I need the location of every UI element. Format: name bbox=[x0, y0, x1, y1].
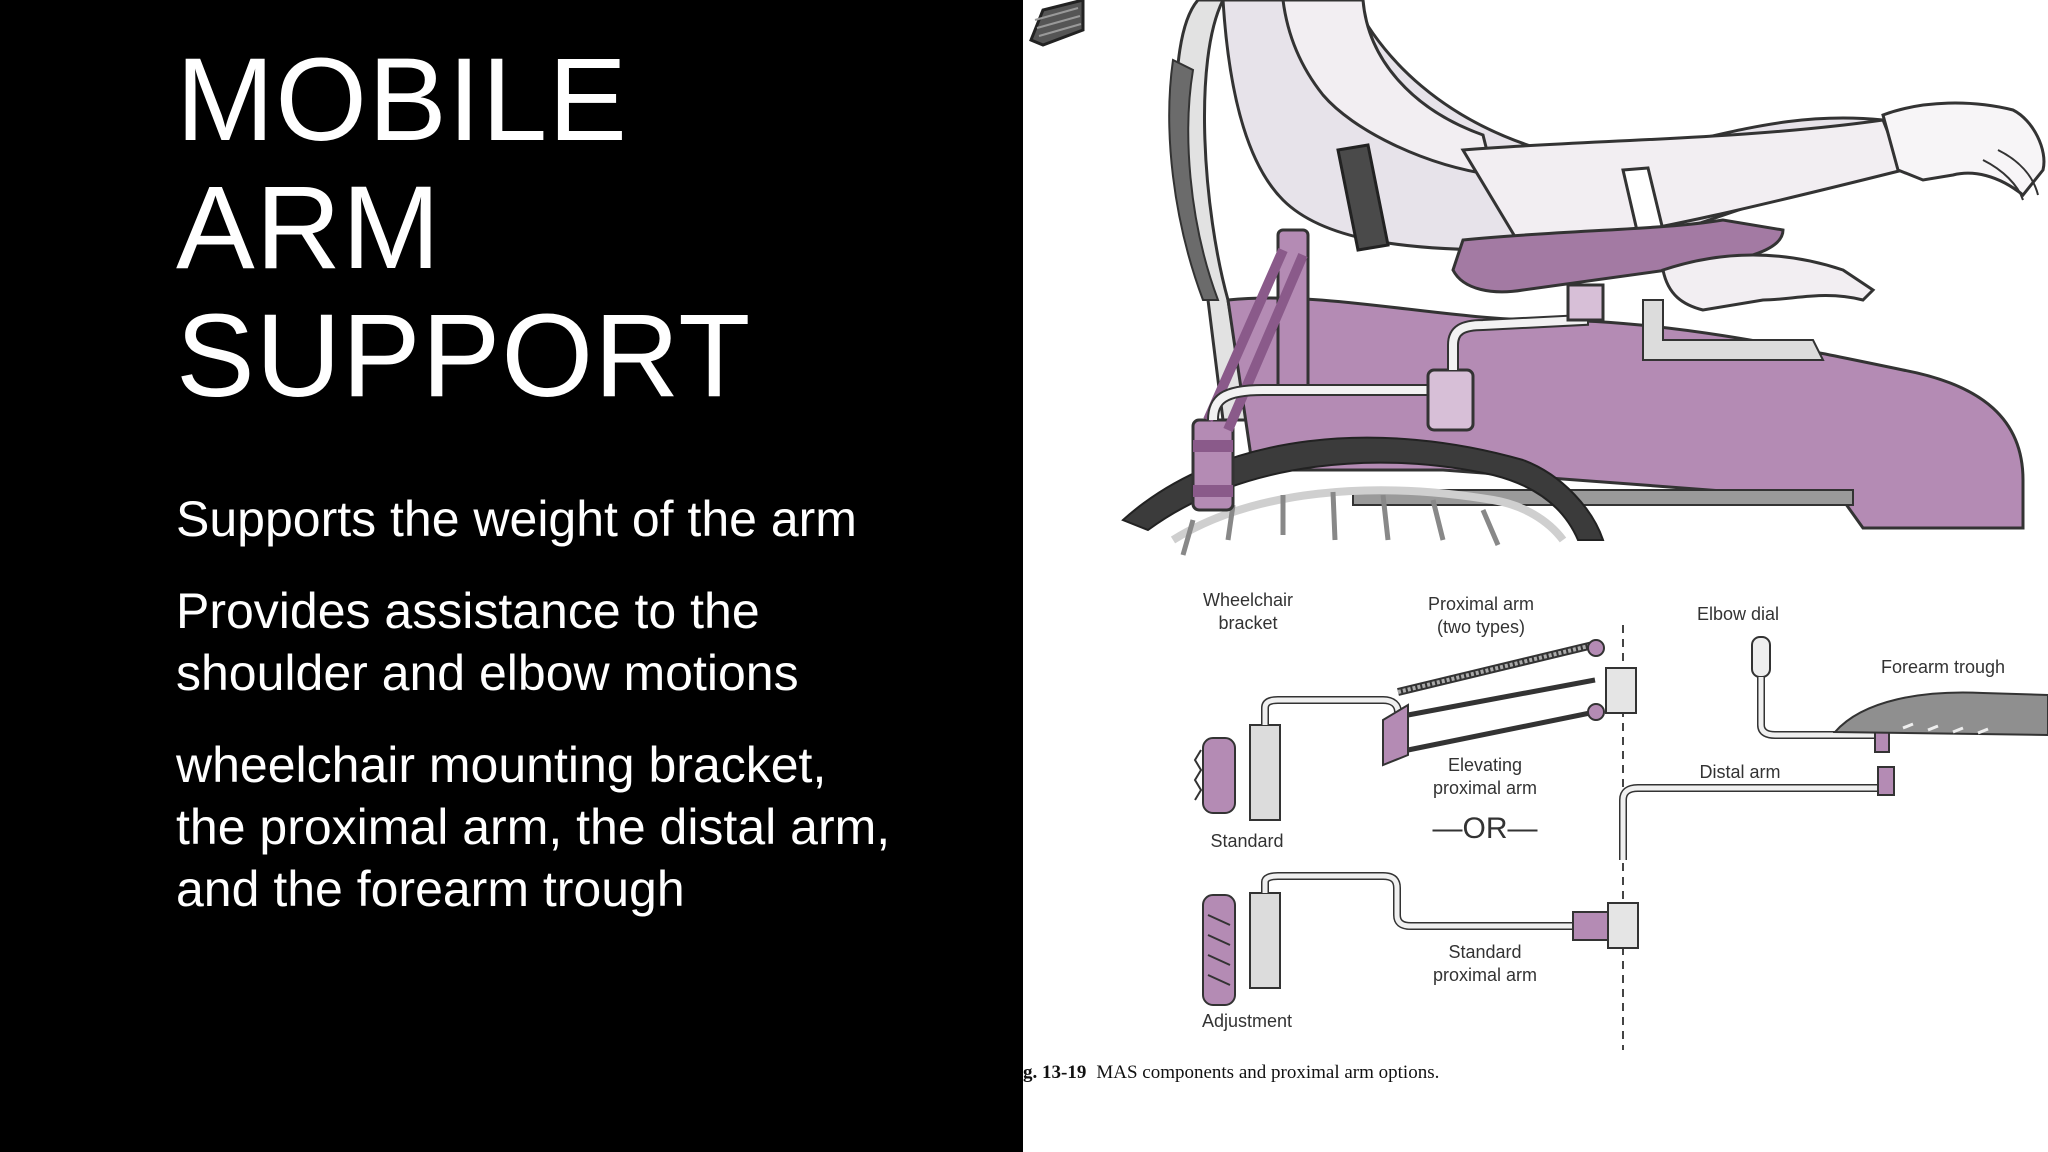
slide-title: MOBILE ARM SUPPORT bbox=[176, 36, 751, 420]
bullet-motion-assistance: Provides assistance to the shoulder and … bbox=[176, 583, 799, 701]
label-proximal-arm-2: (two types) bbox=[1437, 617, 1525, 637]
label-standard-proximal-arm-1: Standard bbox=[1448, 942, 1521, 962]
title-line-2: ARM bbox=[176, 162, 442, 294]
label-wheelchair-bracket-2: bracket bbox=[1218, 613, 1277, 633]
mobile-arm-support-illustration: Wheelchair bracket Proximal arm (two typ… bbox=[1029, 0, 2048, 1050]
title-line-3: SUPPORT bbox=[176, 290, 752, 422]
figure-panel: Wheelchair bracket Proximal arm (two typ… bbox=[1023, 0, 2048, 1152]
label-elbow-dial: Elbow dial bbox=[1697, 604, 1779, 624]
label-proximal-arm-1: Proximal arm bbox=[1428, 594, 1534, 614]
bullet-components: wheelchair mounting bracket, the proxima… bbox=[176, 737, 891, 917]
label-elevating-proximal-arm-1: Elevating bbox=[1448, 755, 1522, 775]
bullet-list: Supports the weight of the arm Provides … bbox=[176, 488, 896, 950]
figure-caption: g. 13-19 MAS components and proximal arm … bbox=[1023, 1062, 1439, 1084]
figure-caption-text: MAS components and proximal arm options. bbox=[1096, 1062, 1440, 1083]
bullet-weight-support: Supports the weight of the arm bbox=[176, 491, 857, 547]
label-wheelchair-bracket-1: Wheelchair bbox=[1203, 590, 1293, 610]
text-panel: MOBILE ARM SUPPORT Supports the weight o… bbox=[0, 0, 1023, 1152]
mas-components-diagram bbox=[1193, 625, 2048, 1050]
wheelchair-user-illustration bbox=[1029, 0, 2046, 556]
figure-caption-number: g. 13-19 bbox=[1023, 1062, 1087, 1083]
label-or: —OR— bbox=[1433, 812, 1538, 845]
label-elevating-proximal-arm-2: proximal arm bbox=[1433, 778, 1537, 798]
label-adjustment: Adjustment bbox=[1202, 1011, 1292, 1031]
label-standard-proximal-arm-2: proximal arm bbox=[1433, 965, 1537, 985]
label-standard: Standard bbox=[1210, 831, 1283, 851]
figure-labels: Wheelchair bracket Proximal arm (two typ… bbox=[1202, 590, 2005, 1031]
title-line-1: MOBILE bbox=[176, 34, 628, 166]
label-distal-arm: Distal arm bbox=[1699, 762, 1780, 782]
label-forearm-trough: Forearm trough bbox=[1881, 657, 2005, 677]
